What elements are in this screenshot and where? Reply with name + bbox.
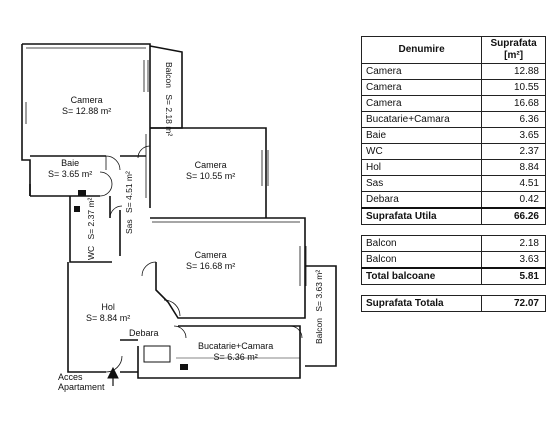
row-name: Camera bbox=[360, 95, 483, 112]
room-camera-2-area: S= 10.55 m² bbox=[186, 171, 236, 181]
row-name: Balcon bbox=[360, 235, 483, 252]
room-debara: Debara bbox=[129, 328, 159, 339]
row-value: 8.84 bbox=[481, 159, 546, 176]
room-sas-area: S= 4.51 m² bbox=[124, 171, 134, 213]
header-area-line-1: Suprafata bbox=[490, 38, 537, 49]
row-value: 12.88 bbox=[481, 63, 546, 80]
row-value: 3.63 bbox=[481, 251, 546, 269]
total-utila-value: 66.26 bbox=[481, 207, 546, 225]
table-row: Debara 0.42 bbox=[360, 191, 546, 209]
total-balcoane-value: 5.81 bbox=[481, 267, 546, 285]
table-row: Bucatarie+Camara 6.36 bbox=[360, 111, 546, 128]
table-row: Sas 4.51 bbox=[360, 175, 546, 192]
table-spacer bbox=[361, 224, 546, 236]
room-balcon-1-area: S= 2.18 m² bbox=[164, 94, 174, 137]
row-value: 10.55 bbox=[481, 79, 546, 96]
table-row: WC 2.37 bbox=[360, 143, 546, 160]
row-name: Camera bbox=[360, 63, 483, 80]
room-camera-1: Camera S= 12.88 m² bbox=[62, 95, 111, 117]
floor-plan-walls bbox=[21, 43, 337, 386]
room-camera-3: Camera S= 16.68 m² bbox=[186, 250, 235, 272]
total-balcoane-name: Total balcoane bbox=[360, 267, 483, 285]
room-balcon-1: Balcon S= 2.18 m² bbox=[164, 62, 174, 140]
room-hol-area: S= 8.84 m² bbox=[86, 313, 131, 323]
row-name: Sas bbox=[360, 175, 483, 192]
room-wc-name: WC bbox=[86, 245, 96, 260]
entrance-line-2: Apartament bbox=[58, 382, 105, 392]
room-baie-name: Baie bbox=[61, 158, 80, 168]
table-row: Camera 12.88 bbox=[360, 63, 546, 80]
entrance-label: Acces Apartament bbox=[58, 372, 105, 392]
room-baie: Baie S= 3.65 m² bbox=[48, 158, 92, 180]
room-camera-2: Camera S= 10.55 m² bbox=[186, 160, 235, 182]
room-wc: WC S= 2.37 m² bbox=[86, 194, 96, 260]
total-balcoane-row: Total balcoane 5.81 bbox=[360, 267, 546, 285]
room-bucatarie-area: S= 6.36 m² bbox=[213, 352, 258, 362]
row-name: WC bbox=[360, 143, 483, 160]
room-camera-1-area: S= 12.88 m² bbox=[62, 106, 112, 116]
row-value: 3.65 bbox=[481, 127, 546, 144]
row-value: 4.51 bbox=[481, 175, 546, 192]
room-baie-area: S= 3.65 m² bbox=[48, 169, 93, 179]
row-value: 6.36 bbox=[481, 111, 546, 128]
row-value: 2.18 bbox=[481, 235, 546, 252]
row-name: Bucatarie+Camara bbox=[360, 111, 483, 128]
table-row: Camera 10.55 bbox=[360, 79, 546, 96]
room-hol: Hol S= 8.84 m² bbox=[86, 302, 130, 324]
header-area: Suprafata [m²] bbox=[481, 36, 546, 64]
entrance-line-1: Acces bbox=[58, 372, 83, 382]
room-debara-name: Debara bbox=[129, 328, 159, 338]
table-row: Balcon 3.63 bbox=[360, 251, 546, 269]
room-wc-area: S= 2.37 m² bbox=[86, 197, 96, 240]
room-camera-2-name: Camera bbox=[194, 160, 227, 170]
floor-plan: Camera S= 12.88 m² Camera S= 10.55 m² Ca… bbox=[21, 43, 337, 392]
total-utila-row: Suprafata Utila 66.26 bbox=[360, 207, 546, 225]
total-row: Suprafata Totala 72.07 bbox=[360, 295, 546, 312]
room-camera-3-name: Camera bbox=[194, 250, 227, 260]
row-name: Balcon bbox=[360, 251, 483, 269]
row-name: Camera bbox=[360, 79, 483, 96]
room-bucatarie: Bucatarie+Camara S= 6.36 m² bbox=[198, 341, 273, 363]
total-utila-name: Suprafata Utila bbox=[360, 207, 483, 225]
room-balcon-2-area: S= 3.63 m² bbox=[314, 269, 324, 312]
table-row: Balcon 2.18 bbox=[360, 235, 546, 252]
table-row: Camera 16.68 bbox=[360, 95, 546, 112]
room-balcon-2-name: Balcon bbox=[314, 318, 324, 344]
room-balcon-2: Balcon S= 3.63 m² bbox=[314, 266, 324, 344]
total-name: Suprafata Totala bbox=[360, 295, 483, 312]
table-header-row: Denumire Suprafata [m²] bbox=[360, 36, 546, 64]
room-sas-name: Sas bbox=[124, 219, 134, 234]
header-area-line-2: [m²] bbox=[504, 50, 524, 61]
room-bucatarie-name: Bucatarie+Camara bbox=[198, 341, 274, 351]
row-name: Debara bbox=[360, 191, 483, 209]
table-spacer bbox=[361, 284, 546, 296]
room-camera-3-area: S= 16.68 m² bbox=[186, 261, 236, 271]
row-value: 0.42 bbox=[481, 191, 546, 209]
room-hol-name: Hol bbox=[101, 302, 115, 312]
room-balcon-1-name: Balcon bbox=[164, 62, 174, 88]
row-value: 2.37 bbox=[481, 143, 546, 160]
row-name: Hol bbox=[360, 159, 483, 176]
table-row: Baie 3.65 bbox=[360, 127, 546, 144]
row-value: 16.68 bbox=[481, 95, 546, 112]
table-row: Hol 8.84 bbox=[360, 159, 546, 176]
area-table: Denumire Suprafata [m²] Camera 12.88 Cam… bbox=[360, 36, 546, 312]
total-value: 72.07 bbox=[481, 295, 546, 312]
header-name: Denumire bbox=[360, 36, 483, 64]
row-name: Baie bbox=[360, 127, 483, 144]
room-camera-1-name: Camera bbox=[70, 95, 103, 105]
room-sas: Sas S= 4.51 m² bbox=[124, 167, 134, 234]
